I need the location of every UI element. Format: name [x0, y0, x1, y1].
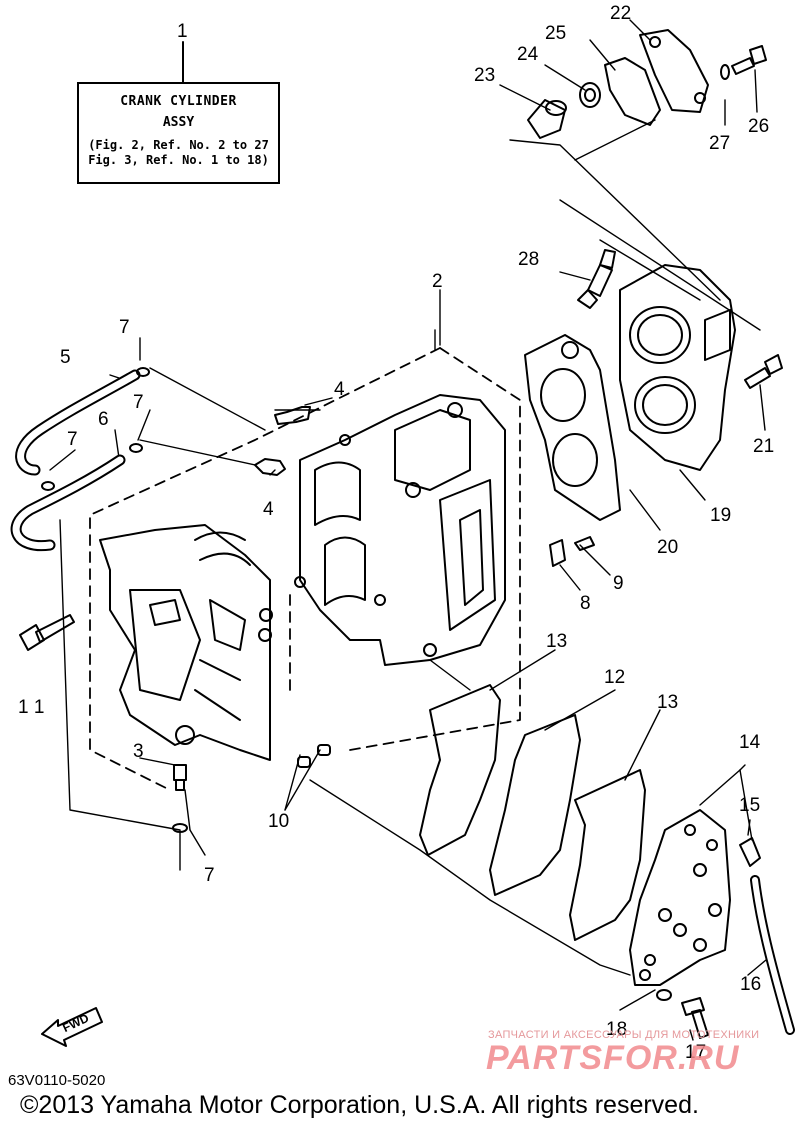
callout-22: 22 [610, 3, 632, 24]
callout-21: 21 [753, 436, 775, 457]
callout-18: 18 [606, 1019, 628, 1040]
bolt-11 [19, 614, 75, 651]
fitting-4 [274, 406, 311, 425]
exhaust-gasket-13 [569, 769, 646, 941]
clip-7 [136, 367, 150, 377]
callout-20: 20 [657, 537, 679, 558]
callout-7: 7 [133, 392, 144, 413]
gasket-25 [604, 57, 661, 126]
dowel-pin-3 [173, 764, 187, 791]
assembly-reference-box: CRANK CYLINDER ASSY (Fig. 2, Ref. No. 2 … [77, 82, 280, 184]
thermostat-23 [527, 99, 567, 139]
callout-23: 23 [474, 65, 496, 86]
washer-18 [656, 989, 672, 1001]
callout-24: 24 [517, 44, 539, 65]
exhaust-inner-plate-12 [489, 714, 581, 896]
watermark-tagline: ЗАПЧАСТИ И АКСЕССУАРЫ ДЛЯ МОТОТЕХНИКИ [488, 1029, 760, 1041]
bolt-21 [744, 354, 783, 389]
head-gasket-20 [524, 334, 621, 521]
clip-7 [129, 443, 143, 453]
assembly-title: CRANK CYLINDER [120, 94, 237, 109]
callout-10: 10 [268, 811, 290, 832]
assembly-reference-line: Fig. 3, Ref. No. 1 to 18) [88, 153, 269, 167]
callout-7: 7 [119, 317, 130, 338]
callout-7: 7 [67, 429, 78, 450]
callout-13: 13 [657, 692, 679, 713]
callout-3: 3 [133, 741, 144, 762]
callout-9: 9 [613, 573, 624, 594]
bolt-26 [731, 45, 767, 75]
washer-27 [720, 64, 730, 80]
callout-26: 26 [748, 116, 770, 137]
crankcase [99, 524, 273, 761]
spark-plug-28 [577, 249, 616, 309]
callout-7: 7 [204, 865, 215, 886]
bolt-17 [681, 997, 709, 1039]
assembly-reference: (Fig. 2, Ref. No. 2 to 27 Fig. 3, Ref. N… [79, 138, 278, 168]
callout-5: 5 [60, 347, 71, 368]
callout-13: 13 [546, 631, 568, 652]
callout-2: 2 [432, 271, 443, 292]
callout-14: 14 [739, 732, 761, 753]
cylinder-block [294, 394, 506, 666]
thermostat-cover-22 [639, 29, 709, 113]
callout-17: 17 [685, 1042, 707, 1063]
callout-4: 4 [334, 379, 345, 400]
dowel-pin-10 [297, 756, 311, 768]
leader-lines [49, 19, 767, 1041]
callout-15: 15 [739, 795, 761, 816]
exhaust-cover-14 [629, 809, 731, 986]
watermark-site: PARTSFOR.RU [486, 1039, 740, 1077]
clip-7 [172, 823, 188, 833]
seal-24 [579, 82, 601, 108]
callout-28: 28 [518, 249, 540, 270]
fitting-4 [254, 458, 286, 476]
assembly-reference-line: (Fig. 2, Ref. No. 2 to 27 [88, 138, 269, 152]
screw-9 [574, 536, 595, 551]
callout-16: 16 [740, 974, 762, 995]
assembly-subtitle: ASSY [162, 115, 195, 130]
forward-arrow: FWD [38, 1000, 108, 1055]
callout-6: 6 [98, 409, 109, 430]
callout-27: 27 [709, 133, 731, 154]
cylinder-head-19 [619, 264, 736, 471]
clip-7 [41, 481, 55, 491]
callout-25: 25 [545, 23, 567, 44]
callout-11: 1 1 [18, 697, 45, 718]
copyright-notice: ©2013 Yamaha Motor Corporation, U.S.A. A… [20, 1091, 699, 1119]
callout-4: 4 [263, 499, 274, 520]
diagram-code: 63V0110-5020 [8, 1072, 106, 1089]
dowel-pin-10 [317, 744, 331, 756]
anode-8 [549, 539, 566, 567]
exhaust-gasket-13 [419, 684, 501, 856]
callout-1: 1 [177, 21, 188, 42]
callout-19: 19 [710, 505, 732, 526]
fitting-15 [739, 837, 761, 867]
callout-12: 12 [604, 667, 626, 688]
forward-arrow-icon [41, 1007, 103, 1047]
callout-8: 8 [580, 593, 591, 614]
